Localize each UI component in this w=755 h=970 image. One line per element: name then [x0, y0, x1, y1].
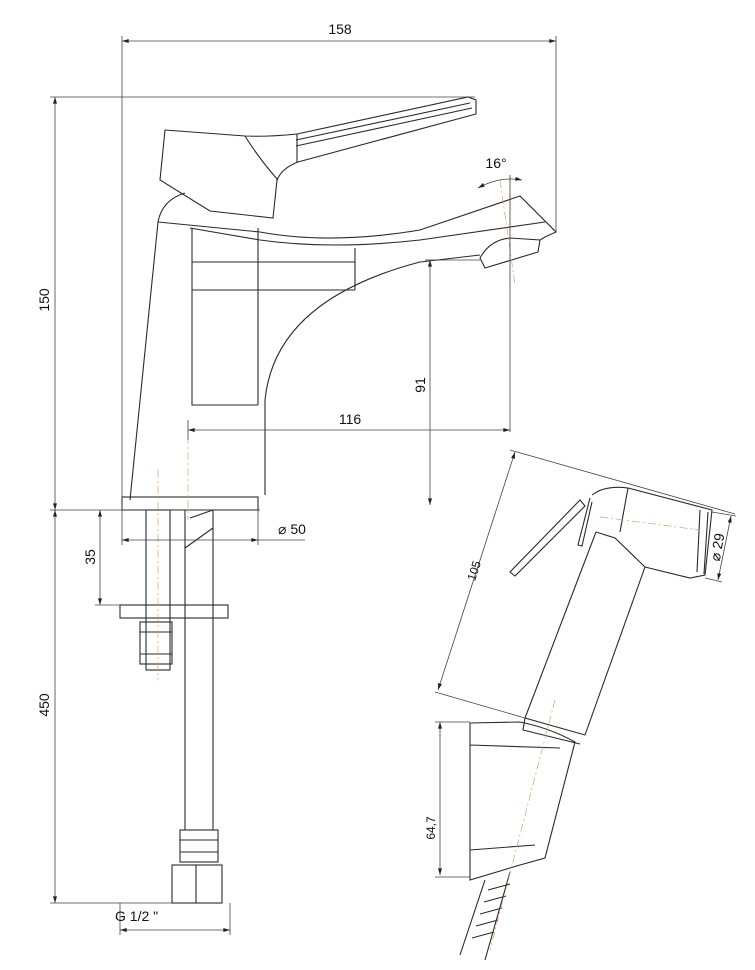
fixing-plate [119, 604, 229, 619]
nut [139, 621, 173, 665]
shower-holder [469, 721, 576, 881]
dim-label-width: 158 [328, 21, 352, 37]
dim-label-holder-height: 64,7 [424, 816, 438, 840]
flexible-hose [184, 509, 214, 830]
hand-shower-lever [509, 497, 593, 577]
faucet-body [129, 192, 557, 501]
spout-aerator [479, 237, 541, 269]
hand-shower-head [591, 486, 713, 579]
hand-shower-drawing [459, 486, 713, 961]
dim-label-spout-reach: 116 [339, 411, 362, 427]
hose-fitting [171, 864, 223, 904]
base-plate [121, 496, 259, 511]
dim-label-thread: G 1/2 " [115, 908, 158, 924]
dim-label-deck-thickness: 35 [82, 549, 98, 565]
faucet-drawing [119, 96, 557, 904]
faucet-handle [159, 96, 477, 219]
dim-label-shower-diameter: ⌀ 29 [707, 532, 728, 562]
dim-label-angle: 16° [485, 155, 506, 171]
dim-label-shower-length: 105 [464, 559, 484, 583]
shower-hose [459, 871, 511, 961]
dim-label-base-diameter: ⌀ 50 [278, 521, 306, 537]
hand-shower-body [522, 531, 646, 745]
dim-label-spout-height: 91 [412, 377, 428, 393]
dim-label-height: 150 [36, 288, 52, 312]
dim-label-hose-length: 450 [36, 693, 52, 717]
dimension-lines [50, 36, 737, 935]
